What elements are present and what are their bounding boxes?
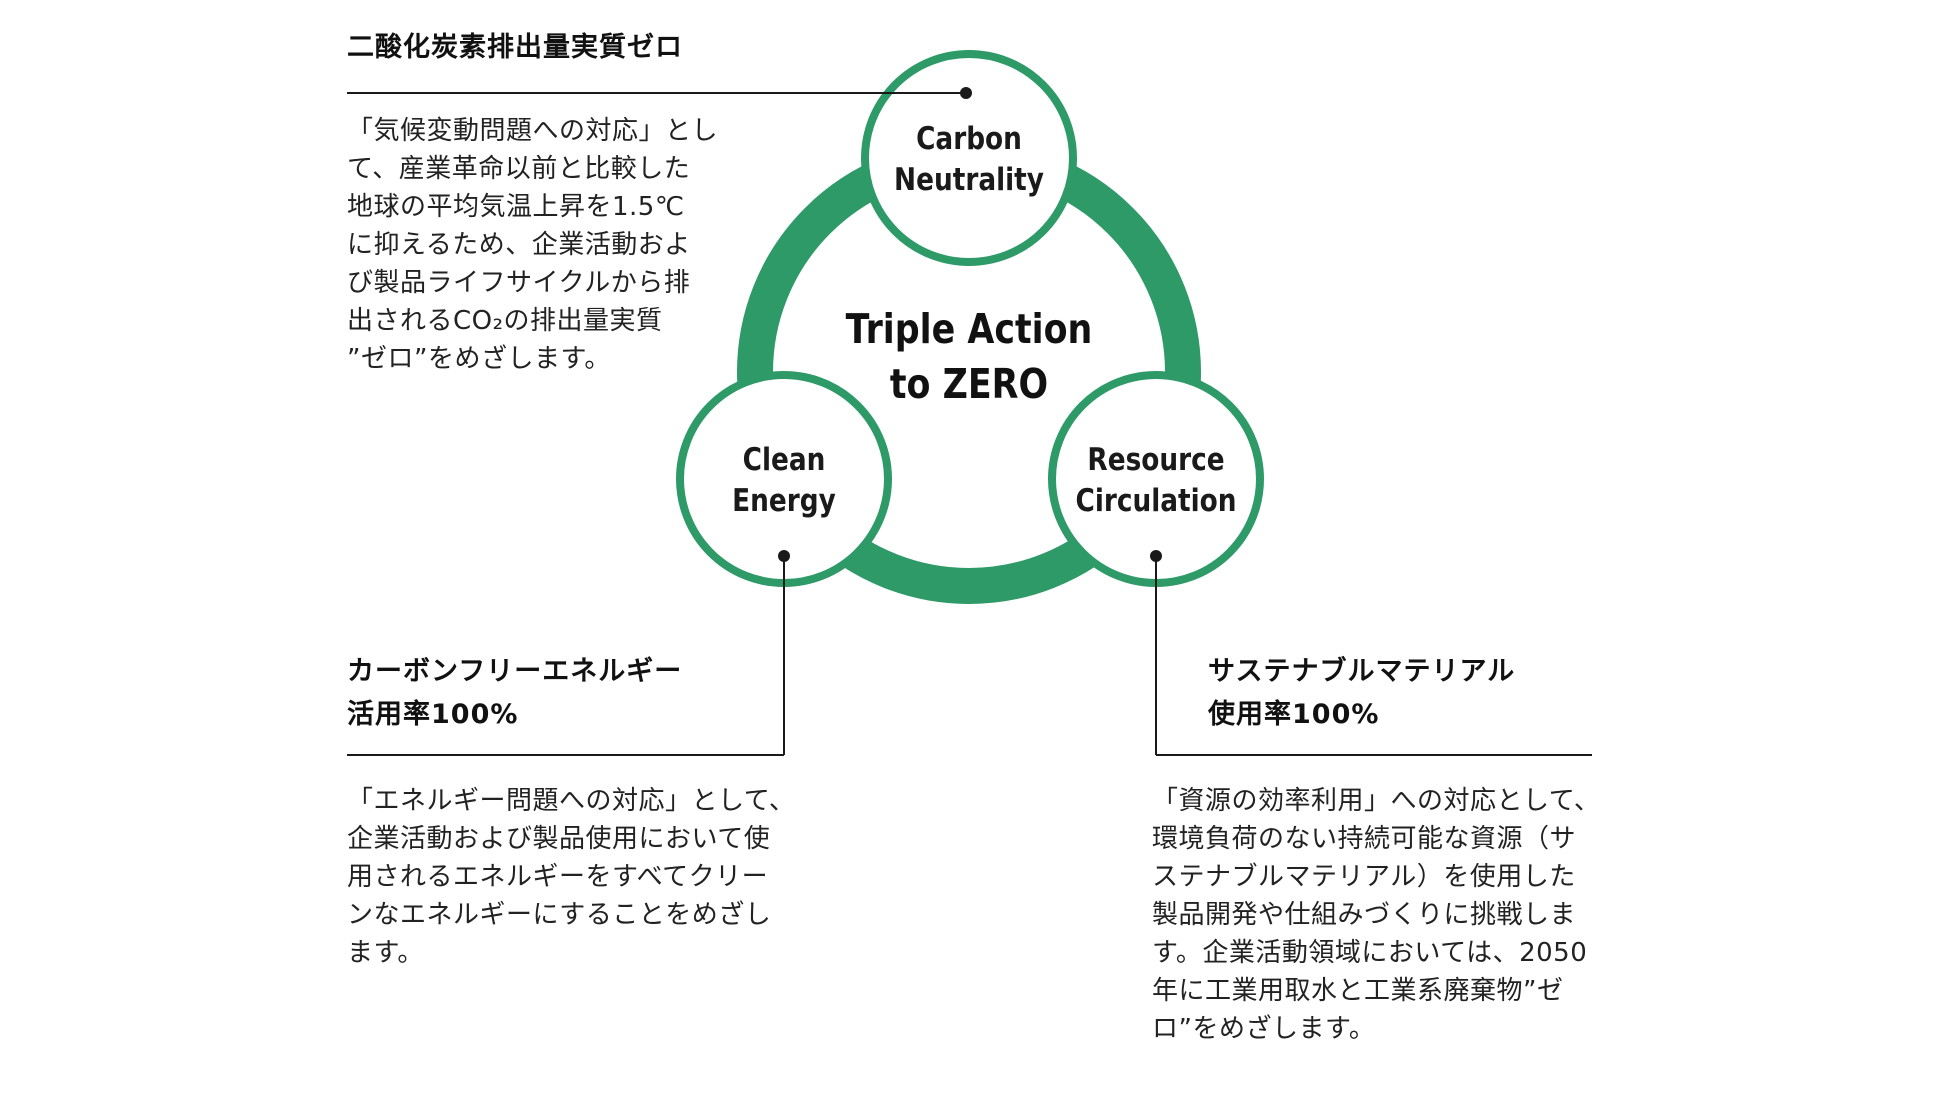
resource-annotation-heading: サステナブルマテリアル 使用率100%: [1208, 656, 1516, 730]
resource-annotation-body: 「資源の効率利用」への対応として、 環境負荷のない持続可能な資源（サ ステナブル…: [1152, 786, 1601, 1044]
carbon-neutrality-label: Carbon Neutrality: [894, 121, 1044, 198]
energy-annotation-heading: カーボンフリーエネルギー 活用率100%: [347, 656, 683, 730]
carbon-annotation-heading: 二酸化炭素排出量実質ゼロ: [347, 32, 683, 63]
carbon-annotation-body: 「気候変動問題への対応」とし て、産業革命以前と比較した 地球の平均気温上昇を1…: [347, 116, 719, 374]
diagram-center-title: Triple Action to ZERO: [845, 305, 1093, 408]
carbon-connector-dot: [960, 87, 972, 99]
energy-annotation-body: 「エネルギー問題への対応」として、 企業活動および製品使用において使 用されるエ…: [347, 786, 796, 968]
resource-circulation-label: Resource Circulation: [1075, 442, 1237, 519]
clean-energy-label: Clean Energy: [732, 442, 836, 519]
carbon-neutrality-circle: [861, 50, 1077, 266]
